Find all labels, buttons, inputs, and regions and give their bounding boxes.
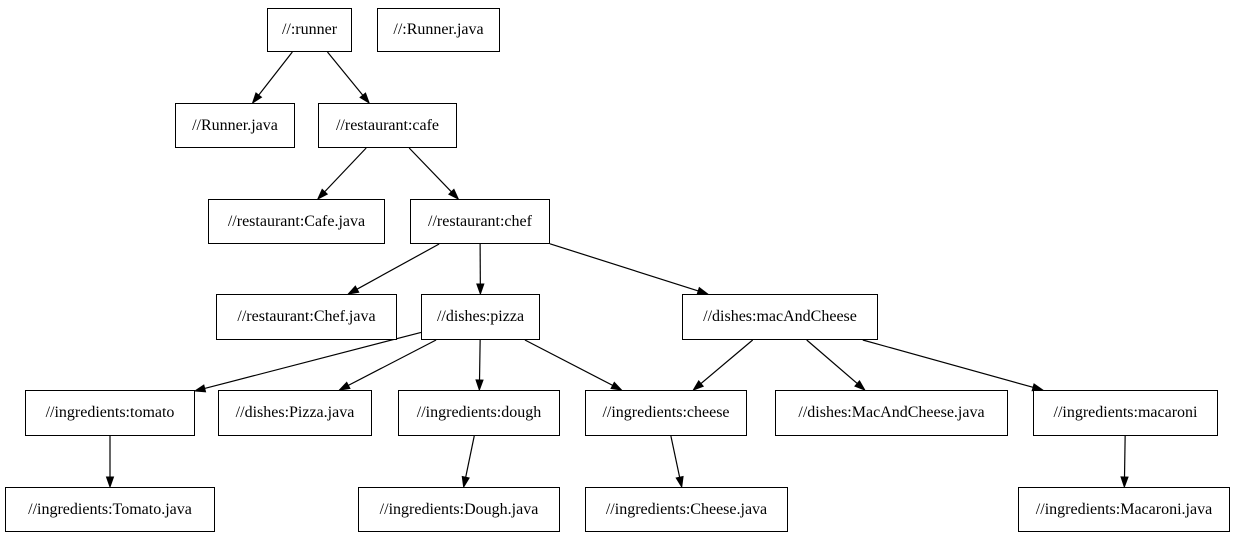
graph-node-dough: //ingredients:dough: [398, 390, 560, 436]
graph-node-dough-java: //ingredients:Dough.java: [358, 487, 560, 532]
graph-node-cafe: //restaurant:cafe: [318, 103, 457, 148]
graph-edge-cafe-to-cafe-java: [316, 147, 367, 201]
graph-node-runner-java-root: //:Runner.java: [377, 8, 500, 52]
graph-edge-pizza-to-pizza-java: [338, 339, 437, 391]
arrowhead-icon: [316, 188, 329, 201]
graph-node-label: //ingredients:macaroni: [1053, 404, 1198, 421]
graph-node-cheese: //ingredients:cheese: [585, 390, 747, 436]
arrowhead-icon: [193, 384, 207, 393]
graph-node-mac-and-cheese: //dishes:macAndCheese: [682, 294, 878, 340]
graph-edge-cheese-to-cheese-java: [670, 435, 684, 489]
graph-node-label: //Runner.java: [192, 116, 278, 134]
graph-edge-chef-to-mac-and-cheese: [549, 243, 710, 295]
graph-node-runner-java: //Runner.java: [175, 103, 295, 148]
graph-edge-pizza-to-dough: [475, 339, 484, 392]
graph-node-label: //ingredients:tomato: [45, 404, 175, 421]
graph-node-tomato: //ingredients:tomato: [25, 390, 195, 436]
graph-node-pizza-java: //dishes:Pizza.java: [218, 390, 372, 436]
arrowhead-icon: [610, 381, 623, 391]
graph-node-label: //restaurant:Chef.java: [237, 308, 376, 325]
graph-edge-runner-to-runner-java: [251, 51, 293, 105]
arrowhead-icon: [476, 283, 485, 296]
graph-node-runner: //:runner: [267, 8, 352, 52]
arrowhead-icon: [475, 379, 484, 392]
arrowhead-icon: [251, 92, 263, 105]
arrowhead-icon: [105, 476, 115, 489]
graph-node-label: //restaurant:cafe: [335, 116, 440, 134]
graph-node-cafe-java: //restaurant:Cafe.java: [208, 199, 385, 244]
graph-node-chef-java: //restaurant:Chef.java: [216, 294, 397, 340]
graph-edge-chef-to-pizza: [476, 243, 485, 296]
arrowhead-icon: [461, 475, 470, 489]
graph-node-label: //restaurant:Cafe.java: [227, 212, 366, 230]
graph-node-label: //dishes:pizza: [436, 308, 525, 325]
graph-node-pizza: //dishes:pizza: [421, 294, 540, 340]
graph-edge-tomato-to-tomato-java: [105, 436, 115, 489]
graph-node-label: //ingredients:Cheese.java: [605, 500, 768, 518]
graph-edge-pizza-to-tomato: [193, 331, 422, 393]
graph-node-label: //ingredients:dough: [416, 404, 542, 421]
arrowhead-icon: [854, 379, 866, 391]
graph-edge-mac-and-cheese-to-cheese: [692, 339, 754, 391]
arrowhead-icon: [338, 381, 351, 391]
arrowhead-icon: [675, 475, 684, 489]
graph-node-label: //dishes:macAndCheese: [703, 308, 857, 325]
graph-node-macaroni-java: //ingredients:Macaroni.java: [1018, 487, 1230, 532]
graph-edge-cafe-to-chef: [408, 147, 460, 201]
graph-node-label: //dishes:MacAndCheese.java: [798, 404, 985, 421]
graph-node-chef: //restaurant:chef: [410, 199, 550, 244]
arrowhead-icon: [448, 188, 460, 201]
graph-node-macaroni: //ingredients:macaroni: [1033, 390, 1218, 436]
graph-node-label: //dishes:Pizza.java: [235, 404, 355, 421]
arrowhead-icon: [346, 285, 360, 295]
graph-edge-chef-to-chef-java: [346, 243, 440, 295]
arrowhead-icon: [692, 380, 705, 391]
graph-edge-pizza-to-cheese: [524, 339, 623, 391]
graph-node-label: //:Runner.java: [393, 21, 484, 38]
graph-node-label: //ingredients:Tomato.java: [28, 500, 192, 518]
graph-edge-dough-to-dough-java: [461, 435, 475, 489]
graph-node-label: //ingredients:cheese: [602, 404, 730, 421]
graph-node-label: //:runner: [281, 21, 338, 38]
graph-node-label: //ingredients:Macaroni.java: [1035, 500, 1213, 518]
graph-node-label: //ingredients:Dough.java: [379, 500, 539, 518]
arrowhead-icon: [1120, 476, 1129, 489]
graph-node-tomato-java: //ingredients:Tomato.java: [5, 487, 215, 532]
graph-node-cheese-java: //ingredients:Cheese.java: [585, 487, 788, 532]
arrowhead-icon: [359, 92, 371, 105]
graph-node-label: //restaurant:chef: [428, 212, 532, 230]
graph-edge-macaroni-to-macaroni-java: [1120, 435, 1129, 489]
graph-edge-mac-and-cheese-to-mac-and-cheese-java: [806, 339, 866, 391]
graph-node-mac-and-cheese-java: //dishes:MacAndCheese.java: [775, 390, 1008, 436]
graph-edge-mac-and-cheese-to-macaroni: [862, 339, 1045, 392]
graph-edge-runner-to-cafe: [327, 51, 371, 105]
